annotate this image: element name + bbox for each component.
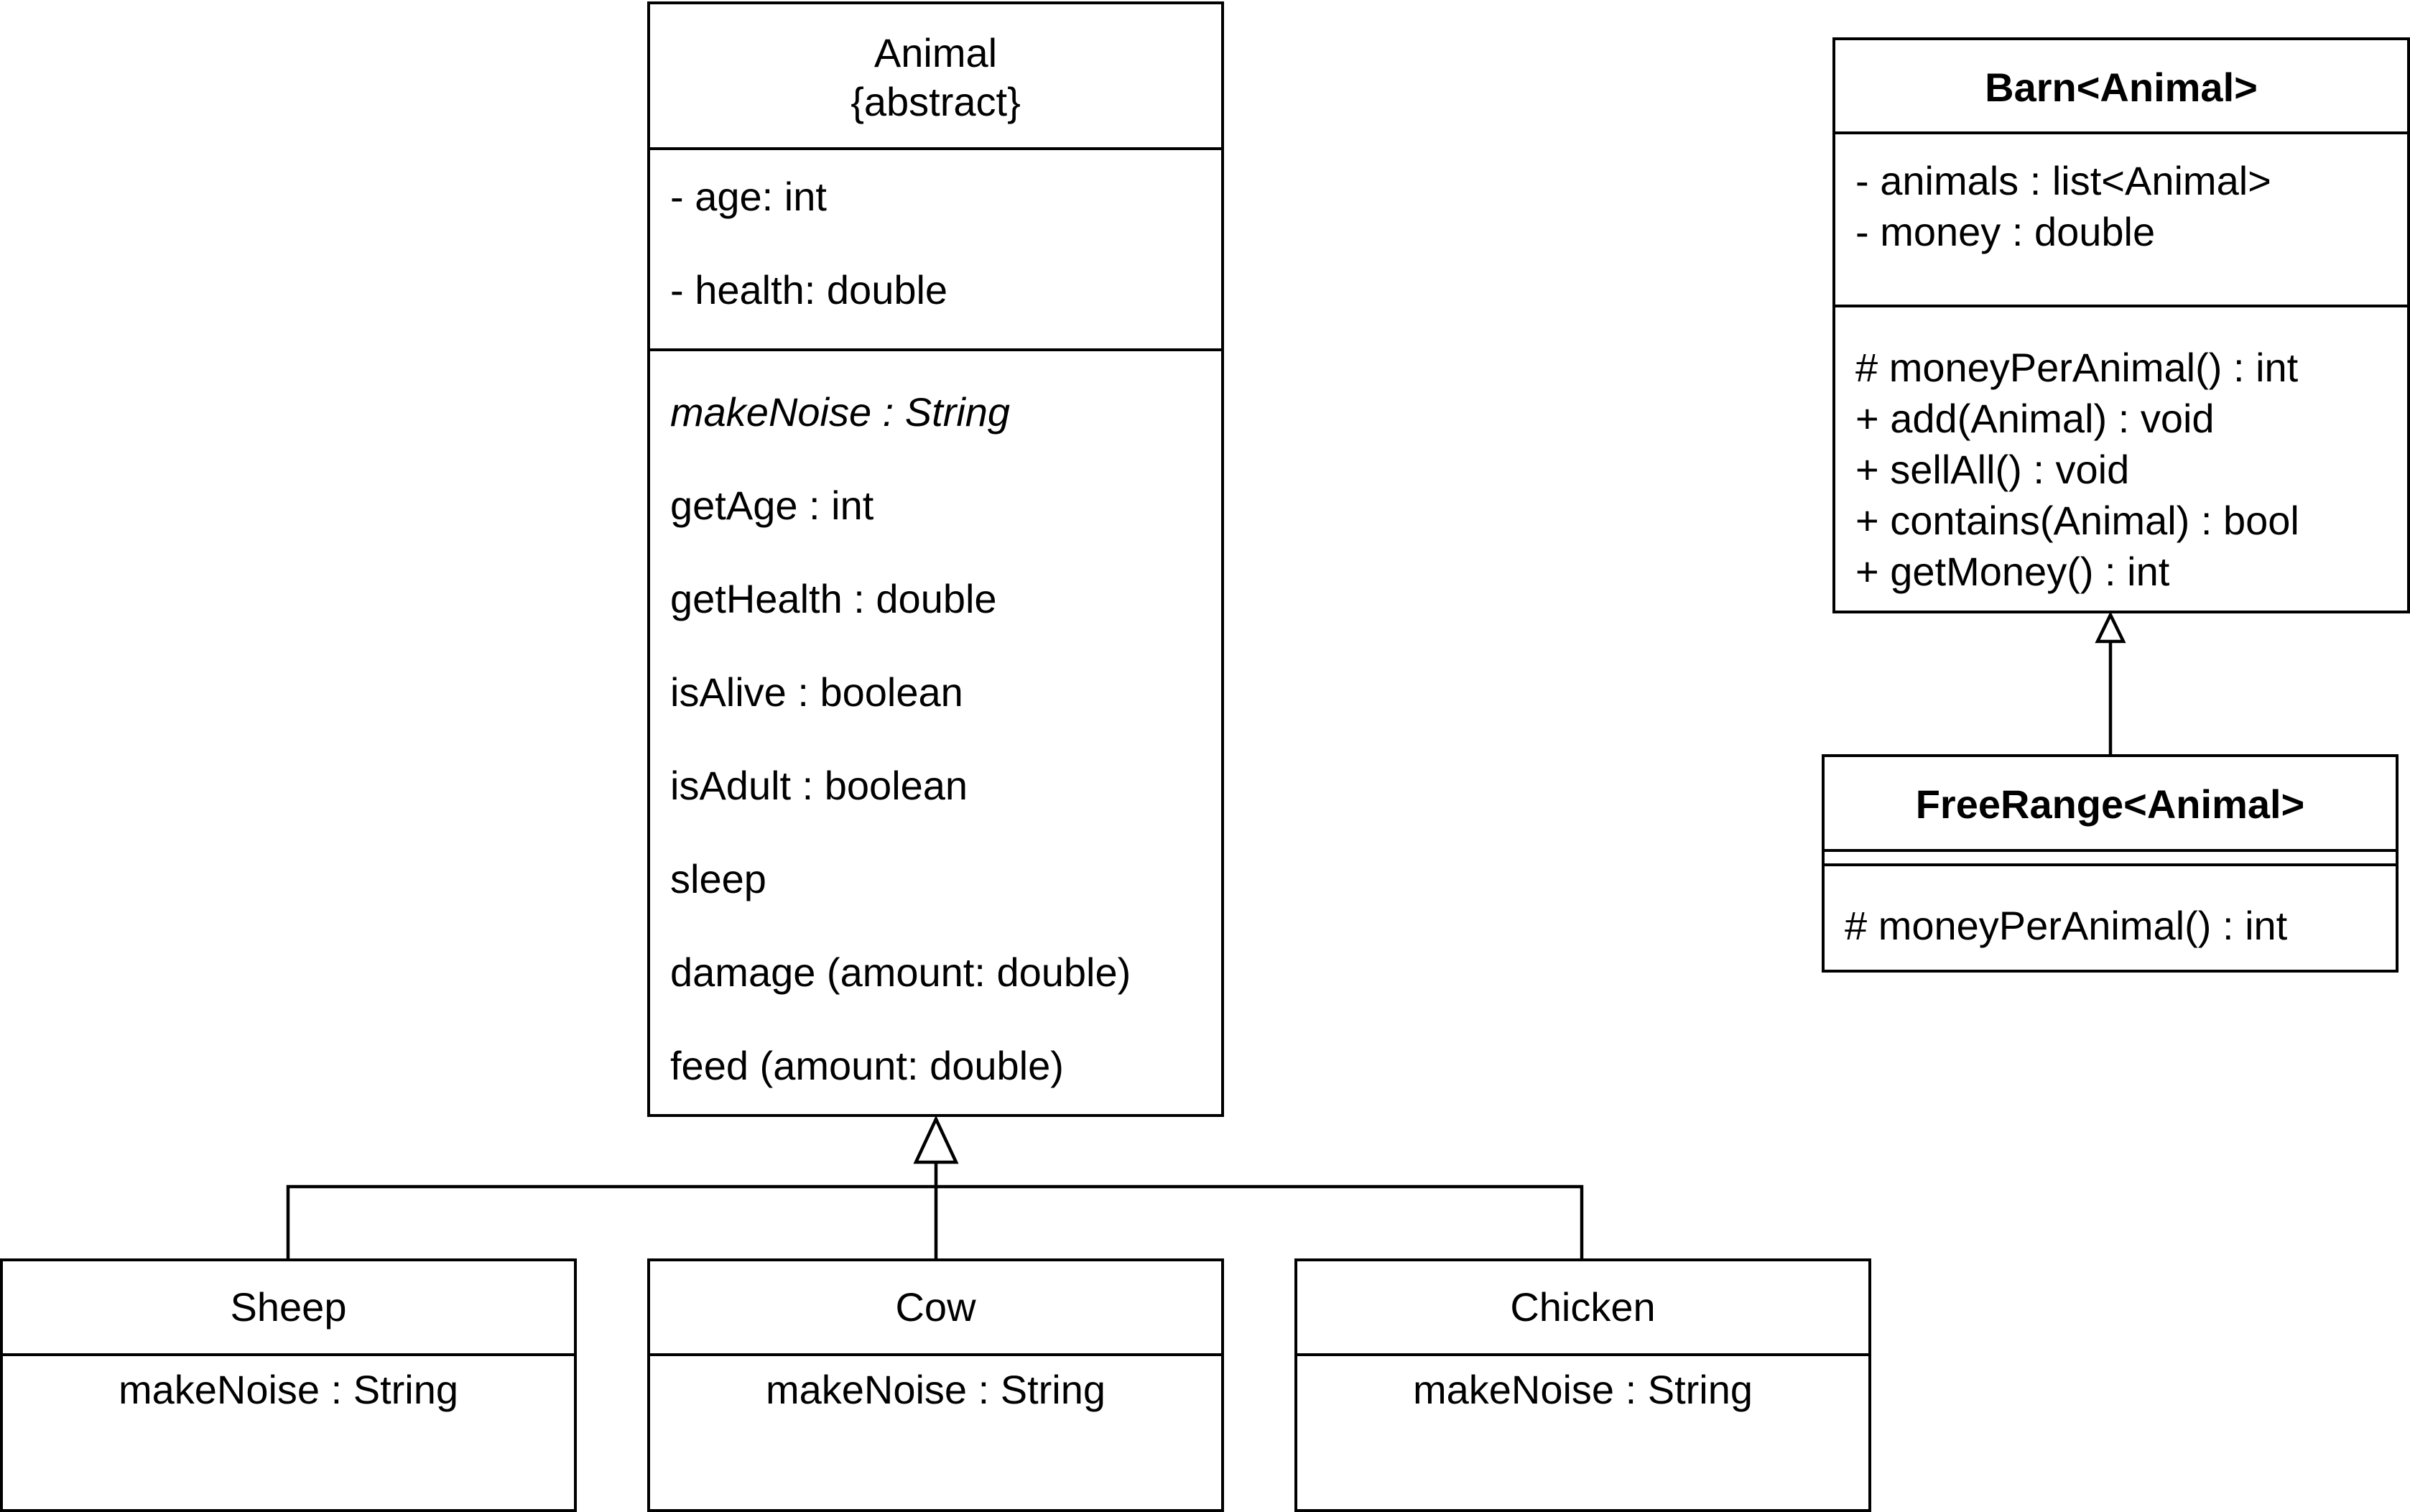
cow-method: makeNoise : String <box>765 1367 1106 1412</box>
class-animal-divider-1 <box>650 147 1221 150</box>
barn-method: + sellAll() : void <box>1855 447 2130 492</box>
class-barn-divider-1 <box>1835 131 2407 134</box>
class-animal-stereotype: {abstract} <box>851 79 1021 124</box>
sheep-method: makeNoise : String <box>118 1367 459 1412</box>
class-sheep[interactable]: Sheep makeNoise : String <box>0 1258 577 1512</box>
class-barn-name: Barn<Animal> <box>1985 65 2258 110</box>
class-cow[interactable]: Cow makeNoise : String <box>647 1258 1224 1512</box>
class-freerange[interactable]: FreeRange<Animal> # moneyPerAnimal() : i… <box>1822 754 2399 973</box>
class-chicken[interactable]: Chicken makeNoise : String <box>1294 1258 1871 1512</box>
animal-attribute: - age: int <box>670 174 827 219</box>
class-cow-name: Cow <box>895 1284 976 1330</box>
class-barn[interactable]: Barn<Animal> - animals : list<Animal> - … <box>1832 37 2410 613</box>
barn-inheritance-arrowhead <box>2095 611 2126 644</box>
animal-method: isAdult : boolean <box>670 763 968 808</box>
class-freerange-name: FreeRange<Animal> <box>1915 781 2305 827</box>
barn-method: + contains(Animal) : bool <box>1855 498 2299 543</box>
barn-method: # moneyPerAnimal() : int <box>1855 345 2299 390</box>
animal-inheritance-arrowhead <box>913 1115 959 1164</box>
barn-method: + add(Animal) : void <box>1855 396 2215 441</box>
animal-method: feed (amount: double) <box>670 1043 1064 1088</box>
animal-method-abstract: makeNoise : String <box>670 389 1011 435</box>
class-freerange-divider-2 <box>1825 863 2396 866</box>
barn-attribute: - money : double <box>1855 209 2156 254</box>
freerange-method: # moneyPerAnimal() : int <box>1845 903 2288 948</box>
class-barn-divider-2 <box>1835 305 2407 307</box>
class-chicken-name: Chicken <box>1510 1284 1656 1330</box>
animal-method: isAlive : boolean <box>670 669 963 715</box>
class-animal-name: Animal <box>873 30 998 75</box>
class-chicken-divider <box>1297 1353 1868 1356</box>
animal-attribute: - health: double <box>670 267 948 312</box>
class-sheep-divider <box>3 1353 574 1356</box>
animal-method: damage (amount: double) <box>670 950 1131 995</box>
class-animal[interactable]: Animal {abstract} - age: int - health: d… <box>647 1 1224 1117</box>
class-animal-divider-2 <box>650 348 1221 351</box>
chicken-method: makeNoise : String <box>1412 1367 1753 1412</box>
class-freerange-divider-1 <box>1825 849 2396 852</box>
barn-method: + getMoney() : int <box>1855 549 2170 594</box>
animal-method: getAge : int <box>670 483 874 528</box>
barn-attribute: - animals : list<Animal> <box>1855 158 2271 203</box>
class-cow-divider <box>650 1353 1221 1356</box>
class-sheep-name: Sheep <box>230 1284 347 1330</box>
animal-method: getHealth : double <box>670 576 997 621</box>
animal-method: sleep <box>670 856 766 901</box>
